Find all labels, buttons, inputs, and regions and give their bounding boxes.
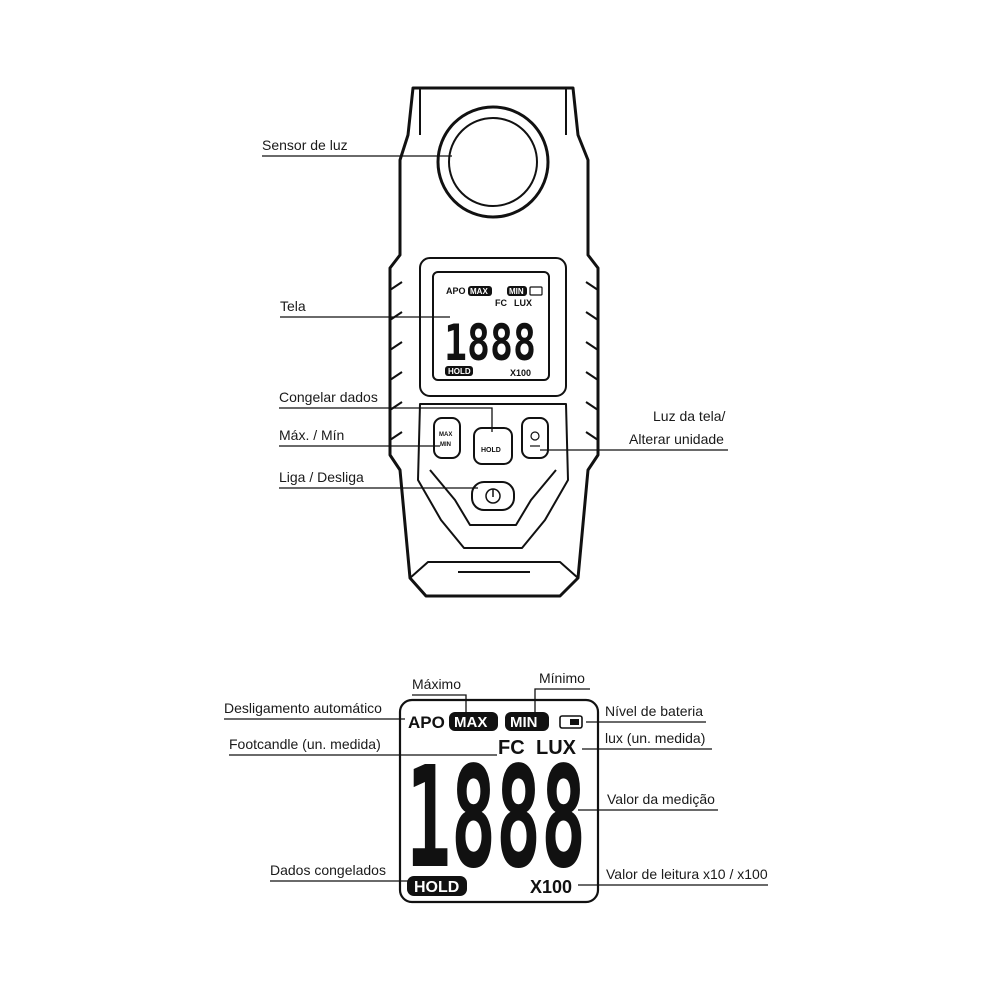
- label-power: Liga / Desliga: [279, 469, 364, 485]
- sensor-ring: [436, 105, 550, 219]
- reading-value: 1888: [406, 737, 586, 900]
- mini-max-badge: [468, 286, 492, 296]
- mini-fc: FC: [495, 298, 507, 308]
- label-lux: lux (un. medida): [605, 730, 705, 746]
- screen-lcd: [432, 271, 550, 381]
- mini-battery-icon: [529, 286, 543, 296]
- left-grip: [389, 281, 403, 441]
- label-minimo: Mínimo: [539, 670, 585, 686]
- label-maxmin: Máx. / Mín: [279, 427, 344, 443]
- min-indicator: MIN: [510, 714, 538, 731]
- label-apo: Desligamento automático: [224, 700, 382, 716]
- leader-hold: [279, 407, 493, 432]
- enlarged-lcd-frame: [398, 698, 600, 904]
- label-hold-data: Dados congelados: [270, 862, 386, 878]
- label-value: Valor da medição: [607, 791, 715, 807]
- panel-inner-line: [429, 469, 557, 526]
- maxmin-button[interactable]: [433, 417, 461, 459]
- label-backlight-2: Alterar unidade: [629, 431, 724, 447]
- backlight-icon: [530, 431, 540, 441]
- bottom-foot: [409, 561, 579, 579]
- hold-button[interactable]: [473, 427, 513, 465]
- button-panel: [417, 403, 569, 549]
- fc-indicator: FC: [498, 737, 525, 759]
- light-sensor: [448, 117, 538, 207]
- battery-icon: [559, 715, 583, 729]
- label-multiplier: Valor de leitura x10 / x100: [606, 866, 768, 882]
- mini-min: MIN: [509, 287, 524, 296]
- min-badge: [505, 712, 549, 731]
- device-callouts: Sensor de luz Tela Congelar dados Máx. /…: [262, 137, 728, 489]
- screen-bezel: [419, 257, 567, 397]
- device-body: [388, 86, 600, 598]
- leader-maximo: [412, 694, 467, 712]
- power-button[interactable]: [471, 481, 515, 511]
- label-footcandle: Footcandle (un. medida): [229, 736, 381, 752]
- backlight-button[interactable]: [521, 417, 549, 459]
- label-backlight-1: Luz da tela/: [653, 408, 725, 424]
- mini-hold: HOLD: [448, 367, 471, 376]
- label-battery: Nível de bateria: [605, 703, 703, 719]
- leader-minimo: [534, 688, 590, 712]
- lux-indicator: LUX: [536, 737, 577, 759]
- label-maximo: Máximo: [412, 676, 461, 692]
- label-hold: Congelar dados: [279, 389, 378, 405]
- multiplier-indicator: X100: [530, 877, 572, 897]
- top-ridge: [419, 88, 567, 135]
- display-callouts: Máximo Mínimo Desligamento automático Ní…: [224, 670, 768, 886]
- mini-apo: APO: [446, 286, 466, 296]
- label-screen: Tela: [280, 298, 306, 314]
- enlarged-display: APO MAX MIN FC LUX 1888 HOLD X100: [398, 698, 600, 904]
- max-indicator: MAX: [454, 714, 487, 731]
- hold-indicator: HOLD: [414, 879, 459, 896]
- battery-level: [570, 719, 579, 725]
- apo-indicator: APO: [408, 713, 445, 732]
- hold-badge: [407, 876, 467, 896]
- light-meter-device: APO MAX MIN FC LUX 1888 HOLD X100 MAX MI…: [388, 86, 600, 598]
- right-grip: [585, 281, 599, 441]
- max-badge: [449, 712, 498, 731]
- hold-button-text: HOLD: [481, 447, 501, 454]
- maxmin-button-top: MAX: [439, 432, 452, 438]
- mini-min-badge: [507, 286, 527, 296]
- mini-lux: LUX: [514, 298, 532, 308]
- mini-hold-badge: [445, 366, 473, 376]
- maxmin-button-bottom: MIN: [440, 442, 451, 448]
- mini-max: MAX: [470, 287, 488, 296]
- mini-reading: 1888: [444, 314, 536, 372]
- label-sensor: Sensor de luz: [262, 137, 348, 153]
- mini-multiplier: X100: [510, 368, 531, 378]
